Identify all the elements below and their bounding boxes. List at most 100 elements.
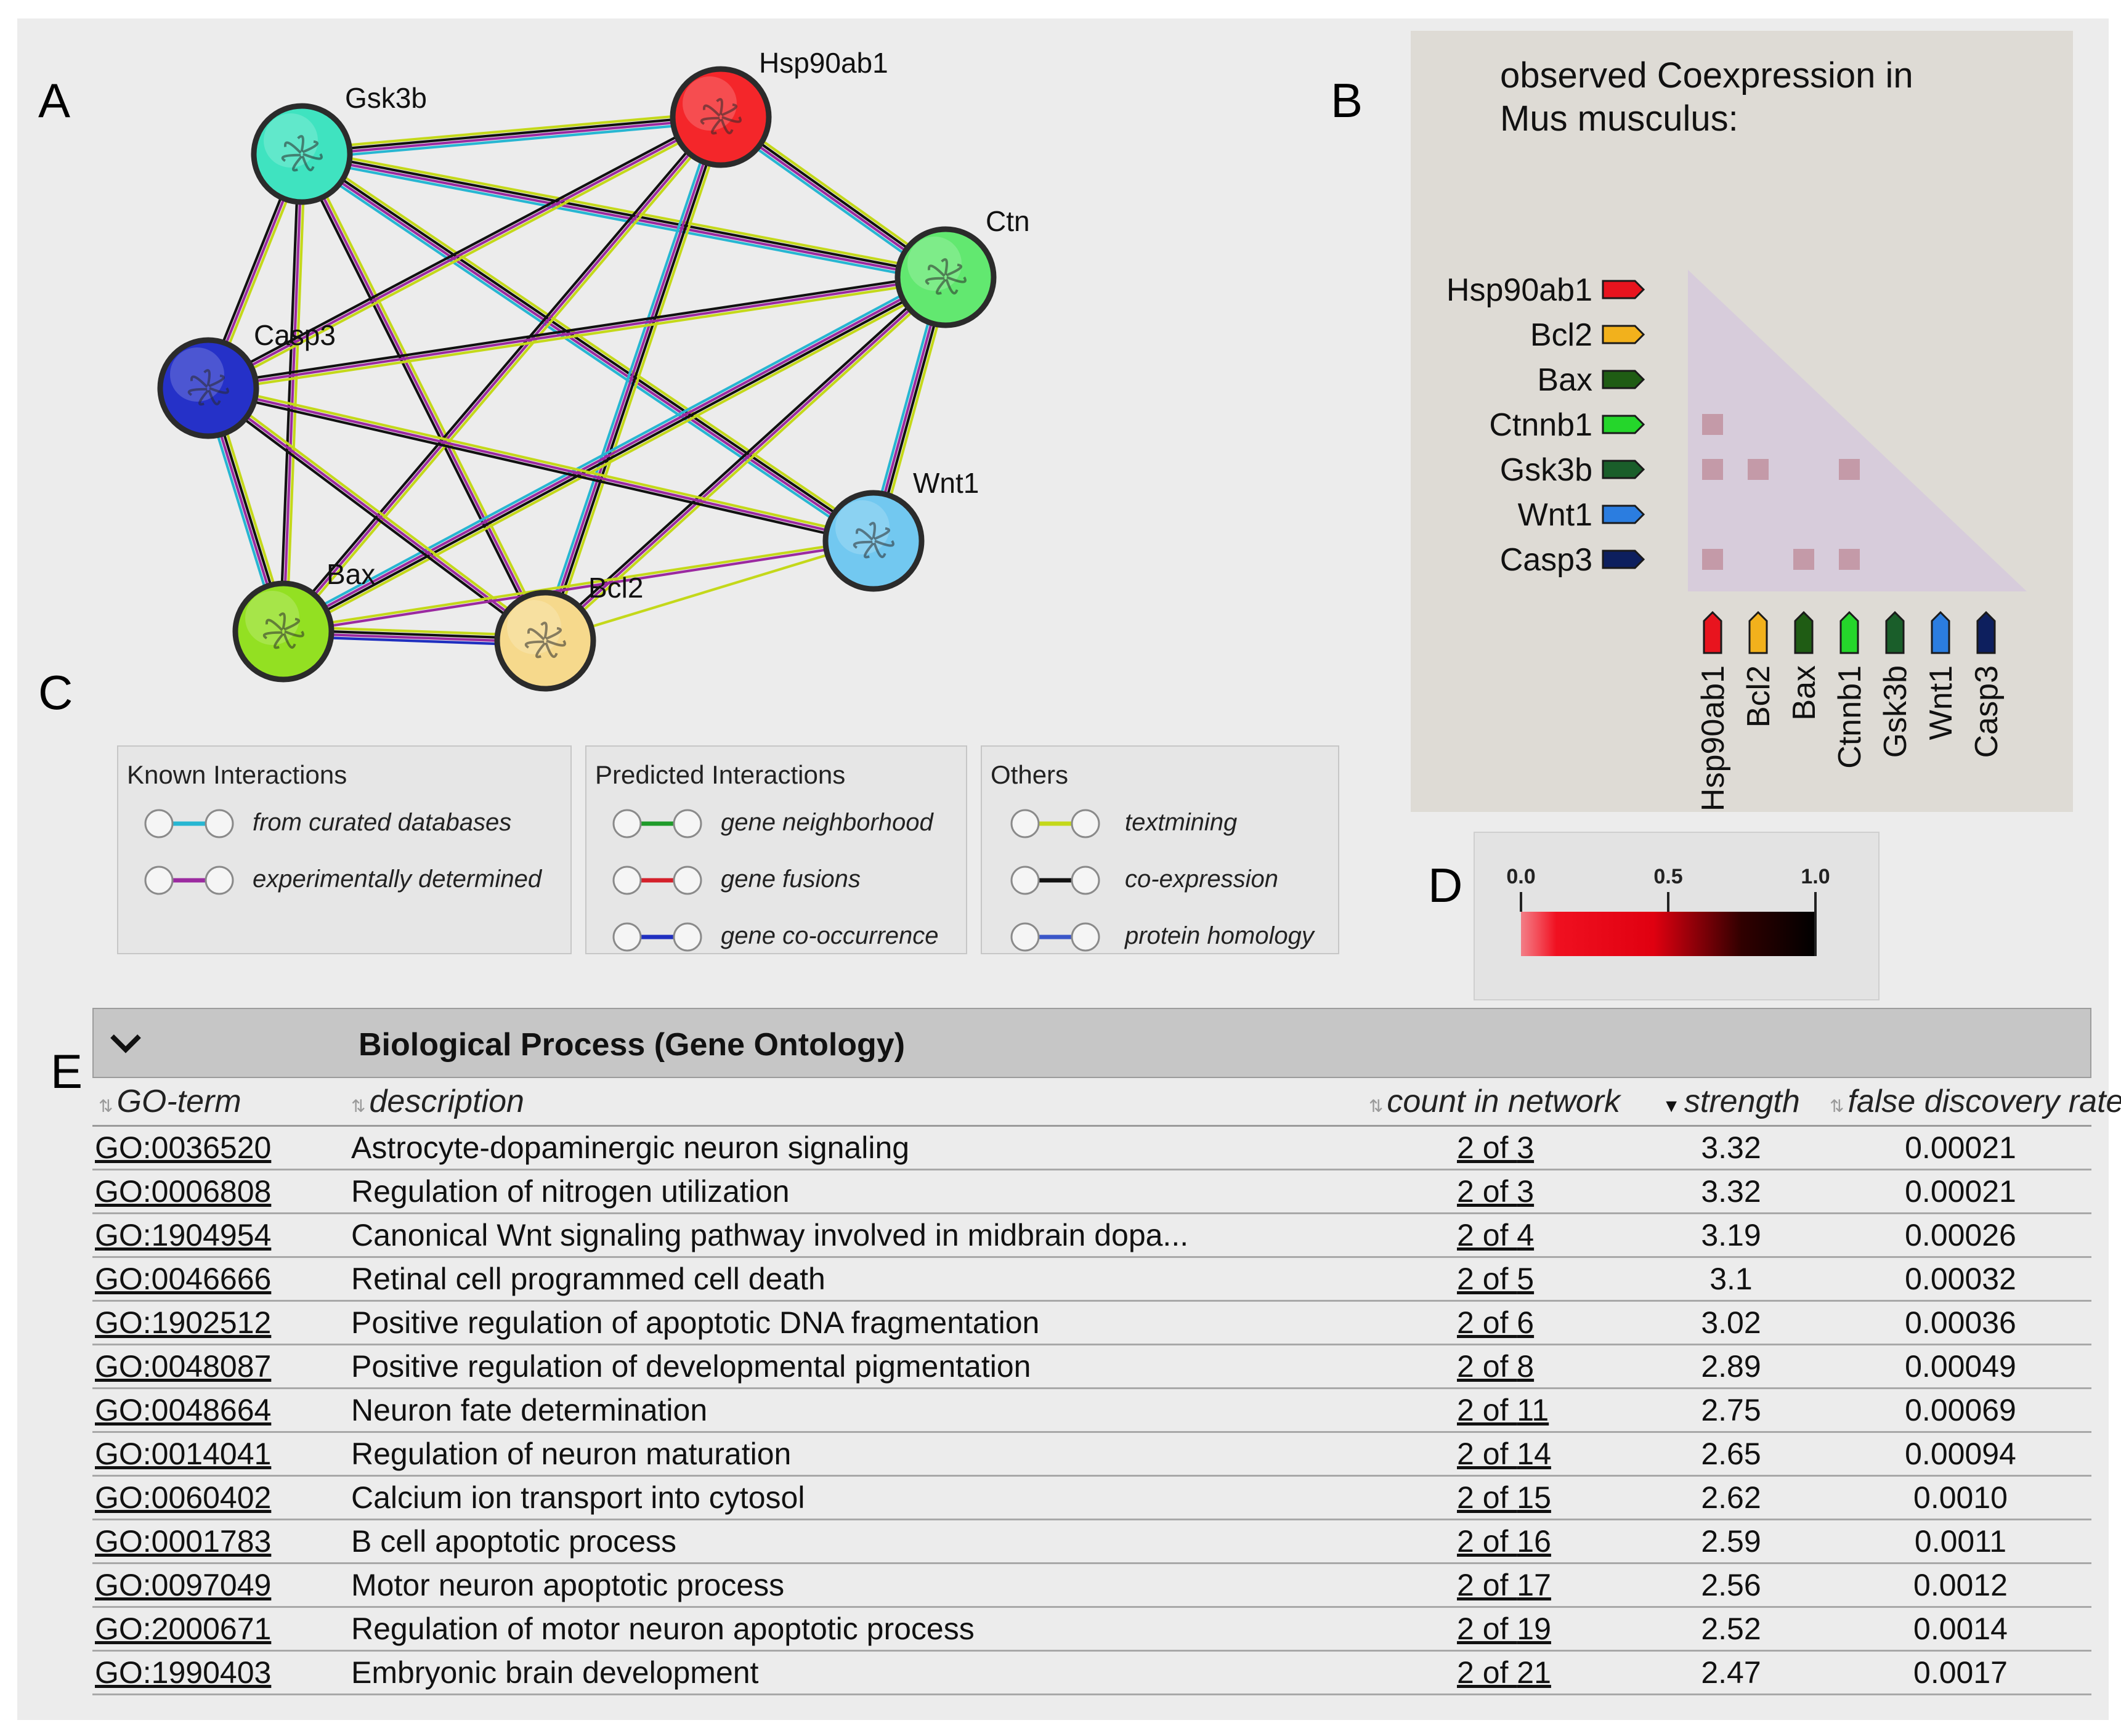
go-term-link[interactable]: GO:1904954: [92, 1213, 351, 1258]
col-gene-label: Gsk3b: [1878, 665, 1913, 758]
count-in-network[interactable]: 2 of 6: [1361, 1300, 1632, 1345]
go-table-header-bar[interactable]: Biological Process (Gene Ontology): [92, 1008, 2091, 1078]
go-term-link[interactable]: GO:0036520: [92, 1126, 351, 1170]
protein-node-circle: [494, 590, 596, 692]
go-term-link[interactable]: GO:0001783: [92, 1519, 351, 1564]
count-total-link[interactable]: 6: [1517, 1305, 1535, 1340]
node-hsp90ab1[interactable]: Hsp90ab1: [670, 47, 888, 168]
count-in-network[interactable]: 2 of 21: [1361, 1650, 1632, 1695]
sort-icon[interactable]: ⇅: [1368, 1097, 1384, 1116]
edge-evidence-line: [285, 118, 724, 635]
fdr-value: 0.00021: [1830, 1169, 2091, 1214]
node-label: Casp3: [254, 319, 336, 351]
count-total-link[interactable]: 17: [1517, 1568, 1551, 1602]
edge-evidence-line: [300, 154, 874, 543]
column-header-go-term[interactable]: ⇅GO-term: [92, 1078, 351, 1127]
go-term-link[interactable]: GO:1990403: [92, 1650, 351, 1695]
go-term-link[interactable]: GO:0060402: [92, 1475, 351, 1520]
count-total-link[interactable]: 21: [1517, 1655, 1551, 1690]
legend-swatch-icon: [1010, 809, 1100, 838]
node-ctn[interactable]: Ctn: [894, 205, 1030, 328]
node-casp3[interactable]: Casp3: [157, 319, 336, 439]
interaction-edge[interactable]: [298, 152, 550, 643]
interaction-edge[interactable]: [280, 114, 724, 635]
count-in-network[interactable]: 2 of 14: [1361, 1432, 1632, 1477]
scale-tick-label: 0.0: [1506, 865, 1535, 888]
interaction-edge[interactable]: [280, 272, 949, 637]
coexpression-triangle: [1688, 270, 2027, 591]
count-total-link[interactable]: 15: [1517, 1480, 1551, 1515]
go-term-link[interactable]: GO:0046666: [92, 1257, 351, 1302]
chevron-down-icon[interactable]: [107, 1028, 144, 1058]
count-in-network[interactable]: 2 of 8: [1361, 1344, 1632, 1389]
interaction-edge[interactable]: [283, 538, 874, 635]
count-total-link[interactable]: 11: [1517, 1393, 1549, 1427]
sort-descending-icon[interactable]: ▼: [1662, 1096, 1681, 1116]
count-total-link[interactable]: 14: [1517, 1437, 1551, 1471]
interaction-edge[interactable]: [278, 153, 307, 632]
column-header-count[interactable]: ⇅count in network: [1361, 1078, 1632, 1127]
interaction-edge[interactable]: [207, 383, 875, 546]
row-gene-ctnnb1: Ctnnb1: [1489, 407, 1645, 443]
node-gsk3b[interactable]: Gsk3b: [251, 82, 427, 205]
edge-evidence-line: [208, 386, 874, 543]
count-total-link[interactable]: 3: [1517, 1174, 1535, 1209]
col-gene-arrow-icon: [1703, 610, 1722, 654]
count-in-network[interactable]: 2 of 5: [1361, 1257, 1632, 1302]
go-term-link[interactable]: GO:2000671: [92, 1607, 351, 1652]
count-in-network[interactable]: 2 of 3: [1361, 1126, 1632, 1170]
count-in-network[interactable]: 2 of 17: [1361, 1563, 1632, 1608]
col-gene-label: Casp3: [1969, 665, 2005, 758]
sort-icon[interactable]: ⇅: [99, 1097, 113, 1116]
interaction-edge[interactable]: [539, 115, 727, 643]
interaction-edge[interactable]: [207, 272, 947, 393]
count-in-network[interactable]: 2 of 15: [1361, 1475, 1632, 1520]
go-term-link[interactable]: GO:0048664: [92, 1388, 351, 1433]
sort-icon[interactable]: ⇅: [351, 1097, 366, 1116]
count-total-link[interactable]: 19: [1517, 1612, 1551, 1646]
count-in-network[interactable]: 2 of 19: [1361, 1607, 1632, 1652]
count-total-link[interactable]: 5: [1517, 1262, 1535, 1296]
column-header-description[interactable]: ⇅description: [351, 1078, 1361, 1127]
go-term-link[interactable]: GO:1902512: [92, 1300, 351, 1345]
count-total-link[interactable]: 3: [1517, 1130, 1535, 1165]
interaction-edge[interactable]: [206, 113, 723, 392]
count-in-network[interactable]: 2 of 11: [1361, 1388, 1632, 1433]
count-total-link[interactable]: 16: [1517, 1524, 1551, 1559]
count-in-network[interactable]: 2 of 16: [1361, 1519, 1632, 1564]
interaction-edge[interactable]: [545, 539, 874, 643]
edge-evidence-line: [207, 272, 946, 386]
count-in-network[interactable]: 2 of 3: [1361, 1169, 1632, 1214]
interaction-edge[interactable]: [298, 148, 877, 546]
interaction-edge[interactable]: [301, 148, 947, 283]
column-header-fdr[interactable]: ⇅false discovery rate: [1830, 1078, 2121, 1127]
edge-evidence-line: [285, 280, 949, 637]
count-total-link[interactable]: 8: [1517, 1349, 1535, 1384]
sort-icon[interactable]: ⇅: [1830, 1097, 1844, 1116]
node-bax[interactable]: Bax: [232, 558, 375, 683]
go-description: Neuron fate determination: [351, 1388, 1361, 1433]
interaction-edge[interactable]: [301, 111, 721, 160]
count-total-link[interactable]: 4: [1517, 1218, 1535, 1252]
count-in-network[interactable]: 2 of 4: [1361, 1213, 1632, 1258]
go-term-link[interactable]: GO:0006808: [92, 1169, 351, 1214]
node-wnt1[interactable]: Wnt1: [822, 467, 979, 592]
go-term-link[interactable]: GO:0014041: [92, 1432, 351, 1477]
column-header-strength[interactable]: ▼strength: [1632, 1078, 1830, 1127]
go-term-link[interactable]: GO:0048087: [92, 1344, 351, 1389]
go-term-link[interactable]: GO:0097049: [92, 1563, 351, 1608]
node-bcl2[interactable]: Bcl2: [494, 572, 643, 692]
